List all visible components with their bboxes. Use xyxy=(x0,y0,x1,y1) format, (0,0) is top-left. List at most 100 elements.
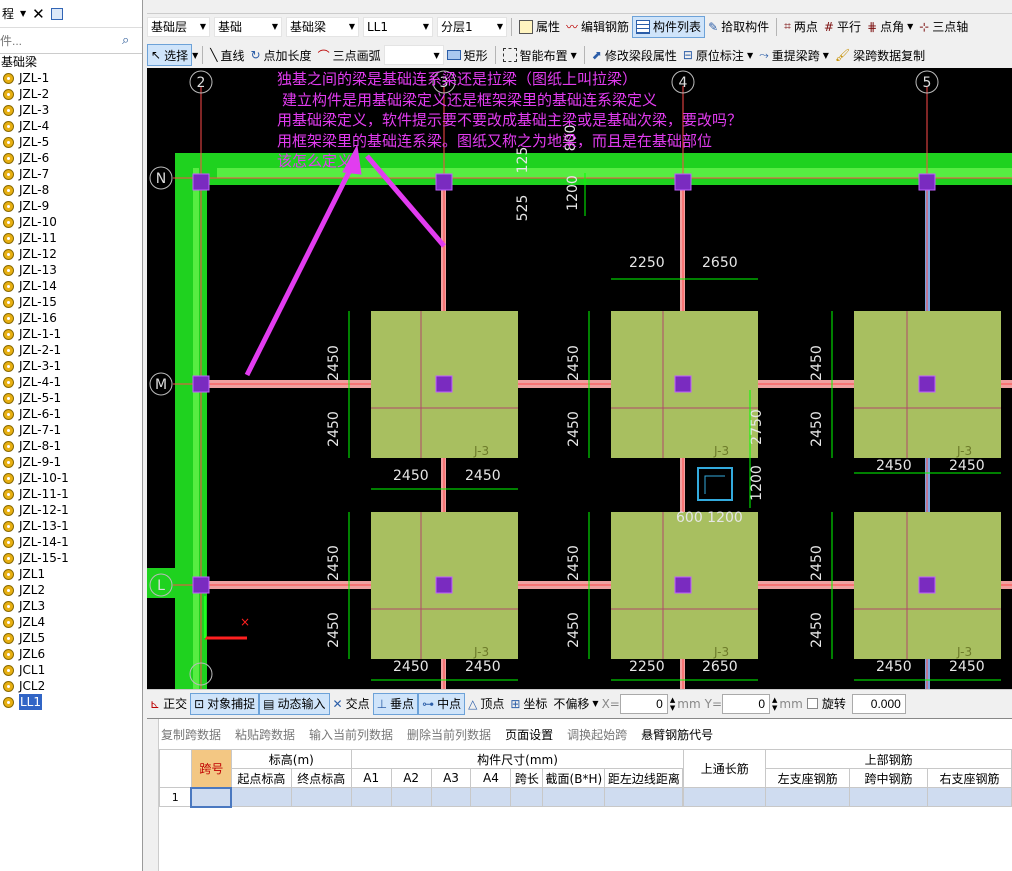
tree-item[interactable]: JZL-16 xyxy=(0,310,142,326)
col-right-support[interactable]: 右支座钢筋 xyxy=(926,768,1012,788)
tree-item[interactable]: JZL6 xyxy=(0,646,142,662)
member-select[interactable]: LL1▼ xyxy=(363,16,433,37)
midpoint-snap[interactable]: ⊶中点 xyxy=(418,692,466,715)
rectangle-button[interactable]: 矩形 xyxy=(444,44,491,66)
y-input[interactable] xyxy=(722,693,771,714)
col-a1[interactable]: A1 xyxy=(350,768,392,788)
tree-item[interactable]: JZL-15-1 xyxy=(0,550,142,566)
tree-root[interactable]: 基础梁 xyxy=(1,55,38,69)
col-top-rebar[interactable]: 上部钢筋 xyxy=(765,749,1012,769)
copy-span-data-button[interactable]: 🖌梁跨数据复制 xyxy=(834,48,926,63)
column[interactable] xyxy=(192,576,210,594)
panel-tool-button[interactable]: 粘贴跨数据 xyxy=(235,727,296,742)
select-dropdown-icon[interactable]: ▼ xyxy=(192,50,199,60)
type-select[interactable]: 基础梁▼ xyxy=(286,16,359,37)
col-end-elev[interactable]: 终点标高 xyxy=(290,768,352,788)
tree-item[interactable]: LL1 xyxy=(0,694,142,710)
column[interactable] xyxy=(918,576,936,594)
table-cell[interactable] xyxy=(604,787,684,807)
parallel-button[interactable]: #平行 xyxy=(823,19,861,35)
tree-item[interactable]: JZL5 xyxy=(0,630,142,646)
search-input[interactable] xyxy=(0,30,118,51)
col-span-length[interactable]: 跨长 xyxy=(510,768,544,788)
table-cell-current[interactable] xyxy=(190,786,233,808)
perpendicular-snap[interactable]: ⊥垂点 xyxy=(372,692,419,715)
reextract-span-button[interactable]: ⤳重提梁跨▼ xyxy=(759,47,829,63)
vertex-snap[interactable]: △顶点 xyxy=(468,696,505,712)
dynamic-input-toggle[interactable]: ▤动态输入 xyxy=(259,692,330,715)
line-button[interactable]: ╲直线 xyxy=(210,48,245,63)
tree-item[interactable]: JZL-4-1 xyxy=(0,374,142,390)
y-spinner[interactable]: ▲▼ xyxy=(772,695,778,712)
tree-item[interactable]: JZL-7-1 xyxy=(0,422,142,438)
search-icon[interactable]: ⌕ xyxy=(122,33,130,48)
tree-item[interactable]: JZL-8 xyxy=(0,182,142,198)
tree-item[interactable]: JZL-3-1 xyxy=(0,358,142,374)
tree-item[interactable]: JZL3 xyxy=(0,598,142,614)
intersect-snap[interactable]: ✕交点 xyxy=(332,696,370,712)
tree-item[interactable]: JZL-15 xyxy=(0,294,142,310)
category-select[interactable]: 基础▼ xyxy=(214,16,282,37)
tree-item[interactable]: JZL-8-1 xyxy=(0,438,142,454)
tree-item[interactable]: JZL-2 xyxy=(0,86,142,102)
arc-mode-select[interactable]: ▼ xyxy=(383,45,444,65)
column[interactable] xyxy=(192,375,210,393)
point-length-button[interactable]: ↻点加长度 xyxy=(250,48,312,63)
column[interactable] xyxy=(674,173,692,191)
tree-item[interactable]: JZL2 xyxy=(0,582,142,598)
column[interactable] xyxy=(435,576,453,594)
x-input[interactable] xyxy=(619,693,668,714)
table-cell[interactable] xyxy=(350,787,392,807)
tree-item[interactable]: JZL-5-1 xyxy=(0,390,142,406)
col-left-support[interactable]: 左支座钢筋 xyxy=(765,768,851,788)
table-cell[interactable] xyxy=(290,787,352,807)
col-mid-span[interactable]: 跨中钢筋 xyxy=(849,768,928,788)
tree-item[interactable]: JZL4 xyxy=(0,614,142,630)
col-elevation[interactable]: 标高(m) xyxy=(230,749,352,769)
table-cell[interactable] xyxy=(230,787,292,807)
properties-button[interactable]: 属性 xyxy=(516,16,563,38)
layer-select[interactable]: 分层1▼ xyxy=(437,16,507,37)
three-point-arc-button[interactable]: ⌒三点画弧 xyxy=(317,48,381,63)
two-point-button[interactable]: ⌗两点 xyxy=(784,19,818,34)
delete-icon[interactable]: ✕ xyxy=(32,4,45,23)
tree-item[interactable]: JZL1 xyxy=(0,566,142,582)
object-snap-toggle[interactable]: ⊡对象捕捉 xyxy=(190,692,260,715)
tree-item[interactable]: JCL2 xyxy=(0,678,142,694)
tree-item[interactable]: JZL-12 xyxy=(0,246,142,262)
col-member-size[interactable]: 构件尺寸(mm) xyxy=(350,749,685,769)
table-cell[interactable] xyxy=(542,787,606,807)
copy-icon[interactable] xyxy=(50,7,63,20)
tree-item[interactable]: JZL-14-1 xyxy=(0,534,142,550)
table-cell[interactable] xyxy=(430,787,472,807)
tree-item[interactable]: JZL-4 xyxy=(0,118,142,134)
drawing-canvas[interactable]: 2 3 4 5 N M L xyxy=(147,68,1012,689)
tree-item[interactable]: JZL-9-1 xyxy=(0,454,142,470)
col-start-elev[interactable]: 起点标高 xyxy=(230,768,292,788)
beam-left[interactable] xyxy=(175,153,207,689)
panel-tool-button[interactable]: 删除当前列数据 xyxy=(407,727,492,742)
three-point-axis-button[interactable]: ⊹三点轴 xyxy=(919,19,969,35)
column[interactable] xyxy=(192,173,210,191)
dropdown-arrow-icon[interactable]: ▼ xyxy=(20,9,27,18)
edit-rebar-button[interactable]: 〰编辑钢筋 xyxy=(566,20,630,34)
col-a2[interactable]: A2 xyxy=(390,768,432,788)
tree-item[interactable]: JZL-14 xyxy=(0,278,142,294)
tree-item[interactable]: JZL-1-1 xyxy=(0,326,142,342)
column[interactable] xyxy=(918,375,936,393)
column[interactable] xyxy=(435,375,453,393)
tree-item[interactable]: JZL-10 xyxy=(0,214,142,230)
panel-tool-button[interactable]: 悬臂钢筋代号 xyxy=(641,727,714,742)
tree-item[interactable]: JCL1 xyxy=(0,662,142,678)
floor-select[interactable]: 基础层▼ xyxy=(147,16,210,37)
tree-item[interactable]: JZL-10-1 xyxy=(0,470,142,486)
col-dist-left[interactable]: 距左边线距离 xyxy=(604,768,684,788)
tree-item[interactable]: JZL-3 xyxy=(0,102,142,118)
column[interactable] xyxy=(674,375,692,393)
panel-tool-button[interactable]: 输入当前列数据 xyxy=(309,727,394,742)
tree-item[interactable]: JZL-9 xyxy=(0,198,142,214)
col-top-through[interactable]: 上通长筋 xyxy=(683,749,767,788)
table-cell[interactable] xyxy=(926,787,1012,807)
origin-mark-button[interactable]: ⊟原位标注▼ xyxy=(682,48,754,63)
tree-item[interactable]: JZL-6-1 xyxy=(0,406,142,422)
